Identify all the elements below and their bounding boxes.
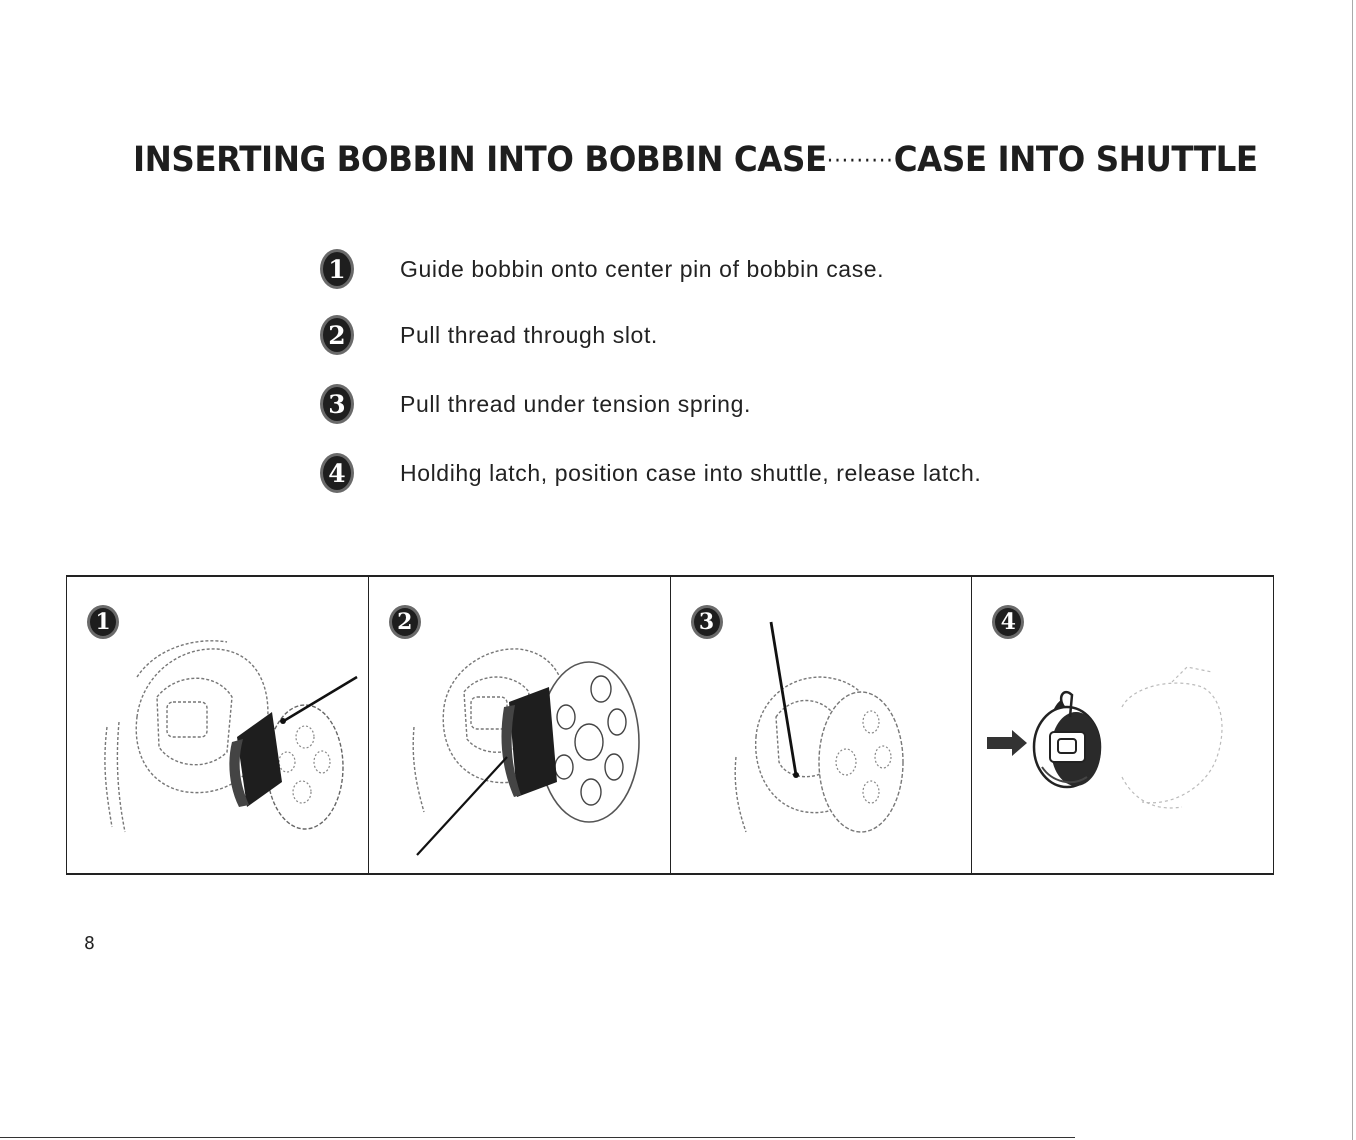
illustration-panel-1: 1 <box>67 577 369 873</box>
illustration-panel-3: 3 <box>671 577 973 873</box>
title-part-1: INSERTING BOBBIN INTO BOBBIN CASE <box>133 140 827 180</box>
step-number-badge: 4 <box>320 453 354 493</box>
step-3: 3 Pull thread under tension spring. <box>320 384 751 424</box>
page-bottom-line <box>0 1137 1075 1138</box>
step-2: 2 Pull thread through slot. <box>320 315 658 355</box>
page-number: 8 <box>84 933 95 954</box>
step-number-badge: 3 <box>320 384 354 424</box>
step-4: 4 Holdihg latch, position case into shut… <box>320 453 981 493</box>
title-dots: ········· <box>827 149 894 174</box>
step-text: Guide bobbin onto center pin of bobbin c… <box>400 256 884 283</box>
step-text: Pull thread under tension spring. <box>400 391 751 418</box>
step-number-badge: 1 <box>320 249 354 289</box>
step-text: Pull thread through slot. <box>400 322 658 349</box>
step-number-badge: 2 <box>320 315 354 355</box>
title-part-2: CASE INTO SHUTTLE <box>894 140 1258 180</box>
step-text: Holdihg latch, position case into shuttl… <box>400 460 981 487</box>
page-edge-line <box>1352 0 1353 1140</box>
illustration-panel-2: 2 <box>369 577 671 873</box>
panel-number-badge: 3 <box>691 605 723 639</box>
illustration-strip: 1 2 <box>66 575 1274 875</box>
page-title: INSERTING BOBBIN INTO BOBBIN CASE·······… <box>133 140 1258 180</box>
panel-number-badge: 1 <box>87 605 119 639</box>
panel-number-badge: 2 <box>389 605 421 639</box>
step-1: 1 Guide bobbin onto center pin of bobbin… <box>320 249 884 289</box>
illustration-panel-4: 4 <box>972 577 1273 873</box>
